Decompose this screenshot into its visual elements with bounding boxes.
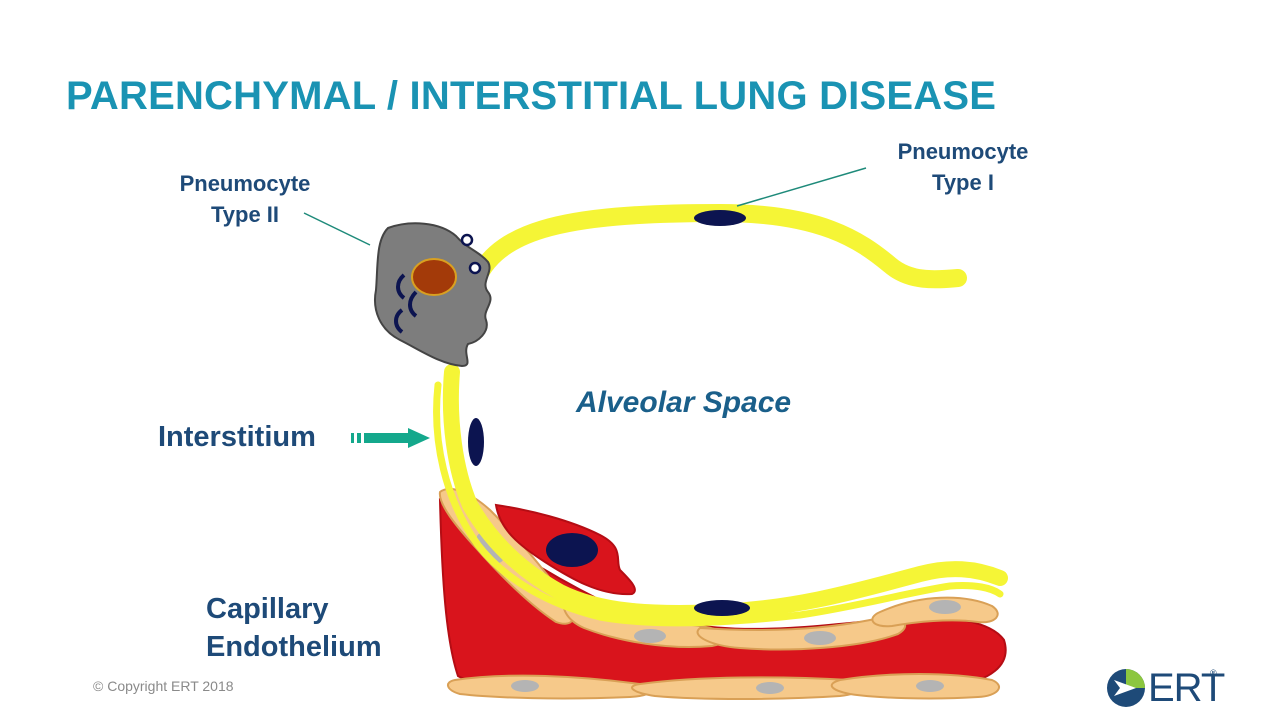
label-pneumocyte-type2: Pneumocyte Type II [160,168,330,230]
ert-logo-icon [1107,669,1145,707]
right-arrow-icon [351,428,430,448]
alveolar-membrane [433,203,1008,627]
logo-text: ERT [1148,666,1225,710]
label-pneumocyte-type2-line1: Pneumocyte [179,171,311,196]
pneumocyte-type2-cell [374,222,492,368]
label-pneumocyte-type1-line2: Type I [932,170,994,195]
logo-reg-mark: ® [1210,668,1217,678]
label-pneumocyte-type1-line1: Pneumocyte [897,139,1029,164]
leader-line-type2 [303,212,371,246]
endothelial-nuclei [476,533,961,694]
interstitial-cell-nucleus [546,533,598,567]
type1-nucleus-top [694,210,746,226]
label-alveolar-space: Alveolar Space [576,386,792,419]
slide-title: PARENCHYMAL / INTERSTITIAL LUNG DISEASE [66,74,997,118]
type1-nucleus-side [468,418,484,466]
type1-nucleus-bottom [694,600,750,616]
leader-line-type1 [736,167,867,207]
label-capillary-line1: Capillary [206,593,329,625]
label-capillary-line2: Endothelium [206,631,382,663]
copyright-text: © Copyright ERT 2018 [93,678,234,694]
label-pneumocyte-type1: Pneumocyte Type I [878,136,1048,198]
label-capillary-endothelium: Capillary Endothelium [206,590,382,666]
label-pneumocyte-type2-line2: Type II [210,202,280,227]
label-interstitium: Interstitium [158,421,316,453]
